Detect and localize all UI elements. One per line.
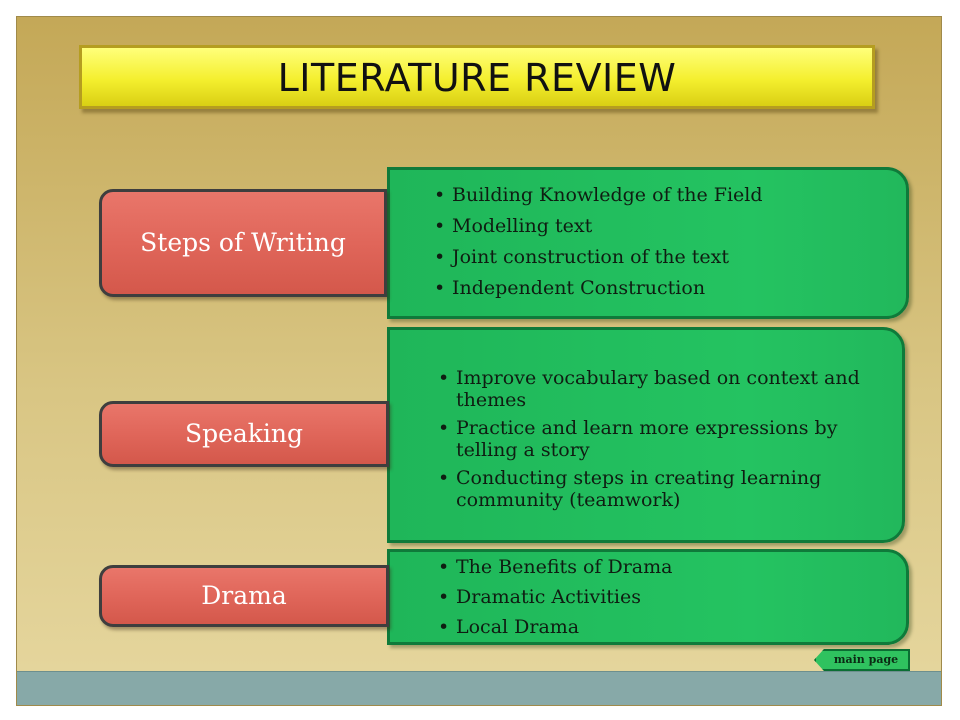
list-item: Modelling text xyxy=(432,215,763,237)
slide: LITERATURE REVIEW Building Knowledge of … xyxy=(16,16,942,706)
list-item: Local Drama xyxy=(436,616,672,638)
list-item: Practice and learn more expressions by t… xyxy=(436,417,896,461)
speaking-list: Improve vocabulary based on context and … xyxy=(436,367,896,517)
slide-title: LITERATURE REVIEW xyxy=(277,56,677,100)
steps-of-writing-panel: Building Knowledge of the Field Modellin… xyxy=(387,167,909,319)
list-item: Building Knowledge of the Field xyxy=(432,184,763,206)
list-item: Improve vocabulary based on context and … xyxy=(436,367,896,411)
title-banner: LITERATURE REVIEW xyxy=(79,45,875,109)
list-item: The Benefits of Drama xyxy=(436,556,672,578)
speaking-panel: Improve vocabulary based on context and … xyxy=(387,327,905,543)
steps-of-writing-list: Building Knowledge of the Field Modellin… xyxy=(432,184,763,308)
drama-label: Drama xyxy=(99,565,389,627)
drama-panel: The Benefits of Drama Dramatic Activitie… xyxy=(387,549,909,645)
main-page-button[interactable]: main page xyxy=(814,649,910,671)
drama-list: The Benefits of Drama Dramatic Activitie… xyxy=(436,556,672,646)
list-item: Joint construction of the text xyxy=(432,246,763,268)
list-item: Conducting steps in creating learning co… xyxy=(436,467,896,511)
steps-of-writing-label: Steps of Writing xyxy=(99,189,387,297)
list-item: Independent Construction xyxy=(432,277,763,299)
list-item: Dramatic Activities xyxy=(436,586,672,608)
speaking-label: Speaking xyxy=(99,401,389,467)
footer-bar xyxy=(17,671,941,705)
